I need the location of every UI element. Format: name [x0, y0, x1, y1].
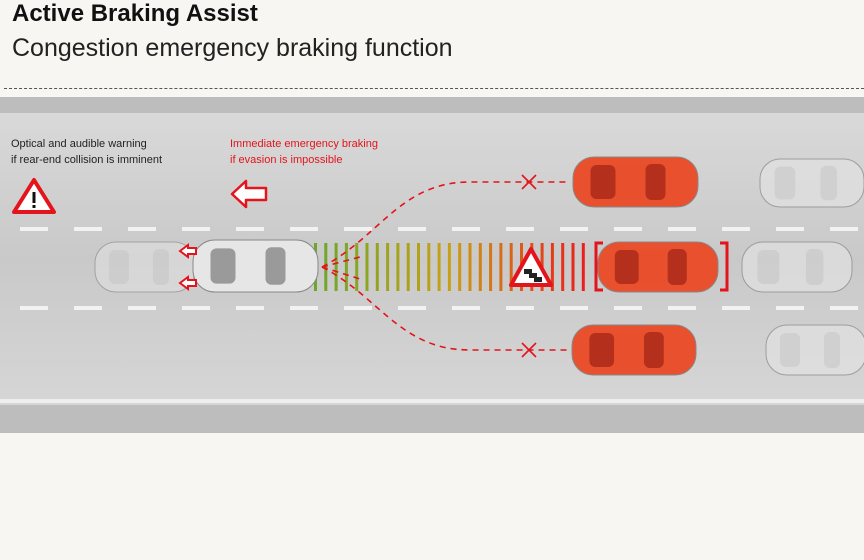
lane-dash [722, 306, 750, 310]
lane-dash [830, 306, 858, 310]
distance-stripe [417, 243, 420, 291]
target-car-bottom [571, 324, 697, 376]
ghost-ego-car [94, 241, 196, 293]
lane-dash [236, 306, 264, 310]
distance-stripe [550, 243, 554, 291]
lane-dash [560, 306, 588, 310]
evasion-paths [321, 181, 570, 351]
path-center-down [321, 266, 361, 280]
lane-dash [182, 306, 210, 310]
lane-dash [452, 227, 480, 231]
lane-dash [776, 306, 804, 310]
distance-stripe [334, 243, 338, 291]
distance-stripe [386, 243, 390, 291]
top-shoulder [0, 97, 864, 113]
warning-annotation: Optical and audible warning if rear-end … [11, 136, 162, 168]
warning-line-1: Optical and audible warning [11, 138, 147, 150]
distance-stripe [344, 243, 348, 291]
warning-line-2: if rear-end collision is imminent [11, 154, 162, 166]
distance-stripe [437, 243, 441, 291]
distance-stripe [447, 243, 451, 291]
rear-arrow-icon [230, 179, 268, 209]
lane-dash [74, 227, 102, 231]
page-title: Active Braking Assist [12, 0, 258, 27]
page-subtitle: Congestion emergency braking function [12, 34, 453, 62]
lane-dash [668, 227, 696, 231]
lane-dash [290, 306, 318, 310]
lane-dash [506, 227, 534, 231]
distance-stripe [324, 243, 328, 291]
lane-dash [668, 306, 696, 310]
traffic-jam-sign-icon [509, 247, 553, 287]
lane-dash [398, 306, 426, 310]
ghost-car-middle [741, 241, 853, 293]
lane-dash [722, 227, 750, 231]
distance-stripe [478, 243, 482, 291]
bottom-shoulder [0, 405, 864, 433]
divider [4, 88, 864, 89]
lane-dash [452, 306, 480, 310]
distance-stripe [468, 243, 472, 291]
lane-dash [128, 306, 156, 310]
braking-line-1: Immediate emergency braking [230, 138, 378, 150]
target-car-top [572, 156, 699, 208]
lane-dash [614, 306, 642, 310]
distance-stripe [365, 243, 369, 291]
distance-stripe [561, 243, 565, 291]
blocked-x-icon [521, 174, 537, 358]
edge-line [0, 399, 864, 403]
ghost-car-top [759, 158, 864, 208]
distance-stripe [581, 243, 585, 291]
distance-stripe [375, 243, 379, 291]
ghost-car-bottom [765, 324, 864, 376]
lane-dash [776, 227, 804, 231]
lane-dash [182, 227, 210, 231]
lane-dash [128, 227, 156, 231]
lane-dash [560, 227, 588, 231]
path-right [321, 266, 570, 351]
target-brackets [594, 241, 729, 292]
braking-line-2: if evasion is impossible [230, 154, 343, 166]
distance-stripe [571, 243, 575, 291]
ghost-cars [94, 158, 864, 376]
rear-warning-arrows [178, 243, 197, 291]
warning-triangle-icon [12, 178, 56, 214]
lane-dash [506, 306, 534, 310]
cars [192, 156, 719, 376]
distance-stripe [489, 243, 493, 291]
target-car-middle [597, 241, 719, 293]
distance-stripe [406, 243, 410, 291]
distance-stripe [355, 243, 359, 291]
lane-dash [236, 227, 264, 231]
distance-stripe [458, 243, 462, 291]
distance-stripe [427, 243, 431, 291]
lane-dash [20, 306, 48, 310]
road-diagram [0, 97, 864, 433]
path-left [321, 181, 570, 268]
distance-stripe [396, 243, 400, 291]
ego-car [192, 239, 319, 293]
braking-annotation: Immediate emergency braking if evasion i… [230, 136, 378, 168]
lane-dash [74, 306, 102, 310]
lane-dash [344, 306, 372, 310]
distance-stripe [509, 243, 513, 291]
lane-dash [398, 227, 426, 231]
lane-markings [20, 227, 858, 310]
distance-stripe [499, 243, 503, 291]
lane-dash [614, 227, 642, 231]
lane-dash [344, 227, 372, 231]
lane-dash [20, 227, 48, 231]
lane-dash [830, 227, 858, 231]
lane-dash [290, 227, 318, 231]
